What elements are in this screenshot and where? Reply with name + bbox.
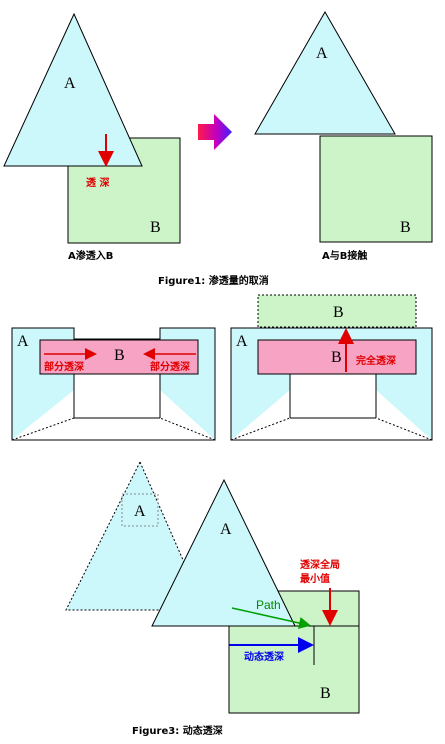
fig3-label-b: B <box>320 685 331 702</box>
fig3-triangle-a <box>151 478 296 627</box>
fig1-left-caption: A渗透入B <box>68 249 113 262</box>
fig3-global-min-label-1: 透深全局 <box>300 558 340 571</box>
fig1-right-box-b <box>319 135 433 243</box>
figure2: A B 部分透深 部分透深 B A B 完全透深 <box>11 294 433 441</box>
fig2-right-inner-cutout <box>231 360 432 440</box>
fig2-left-bar-b <box>39 339 199 375</box>
transition-arrow <box>198 114 232 150</box>
fig1-right-label-b: B <box>400 219 411 236</box>
fig3-global-min-label-2: 最小值 <box>300 572 330 585</box>
fig1-caption: Figure1: 渗透量的取消 <box>158 274 269 287</box>
fig1-right-triangle-a <box>254 10 396 135</box>
fig1-left-label-b: B <box>150 219 161 236</box>
fig1-right-label-a: A <box>316 45 328 62</box>
fig2-right-label-b: B <box>331 349 342 366</box>
fig2-left-pen-label-r: 部分透深 <box>150 360 190 373</box>
fig3-ghost-label-a: A <box>134 503 146 520</box>
fig2-right-top-label-b: B <box>333 304 344 321</box>
fig1-right-caption: A与B接触 <box>322 249 367 262</box>
fig1-left-triangle-a <box>3 12 143 167</box>
fig3-ghost-triangle-a <box>65 460 206 611</box>
figure3: A B A 透深全局 最小值 Path 动态透深 Figure3: 动态透深 <box>65 460 360 737</box>
fig3-path-label: Path <box>256 598 281 612</box>
fig2-right-top-box-b <box>257 294 417 328</box>
fig2-right-label-a: A <box>236 333 248 350</box>
fig1-left-pen-label: 透 深 <box>86 176 109 189</box>
fig3-path-arrow <box>231 607 311 629</box>
fig1-left-label-a: A <box>64 75 76 92</box>
figure1: A B 透 深 A渗透入B A B A与B接触 Figure1: 渗透量的取消 <box>3 10 433 287</box>
fig2-right-bar-b <box>257 339 417 375</box>
fig2-left-label-b: B <box>114 347 125 364</box>
fig2-left-inner-cutout <box>12 360 215 440</box>
fig3-label-a: A <box>220 521 232 538</box>
fig2-left-pen-label-l: 部分透深 <box>44 360 84 373</box>
fig3-dyn-label: 动态透深 <box>244 650 284 663</box>
fig2-right-full-pen-label: 完全透深 <box>356 354 396 367</box>
fig3-ghost-box <box>121 493 159 527</box>
fig2-left-label-a: A <box>17 333 29 350</box>
fig3-caption: Figure3: 动态透深 <box>132 724 223 737</box>
